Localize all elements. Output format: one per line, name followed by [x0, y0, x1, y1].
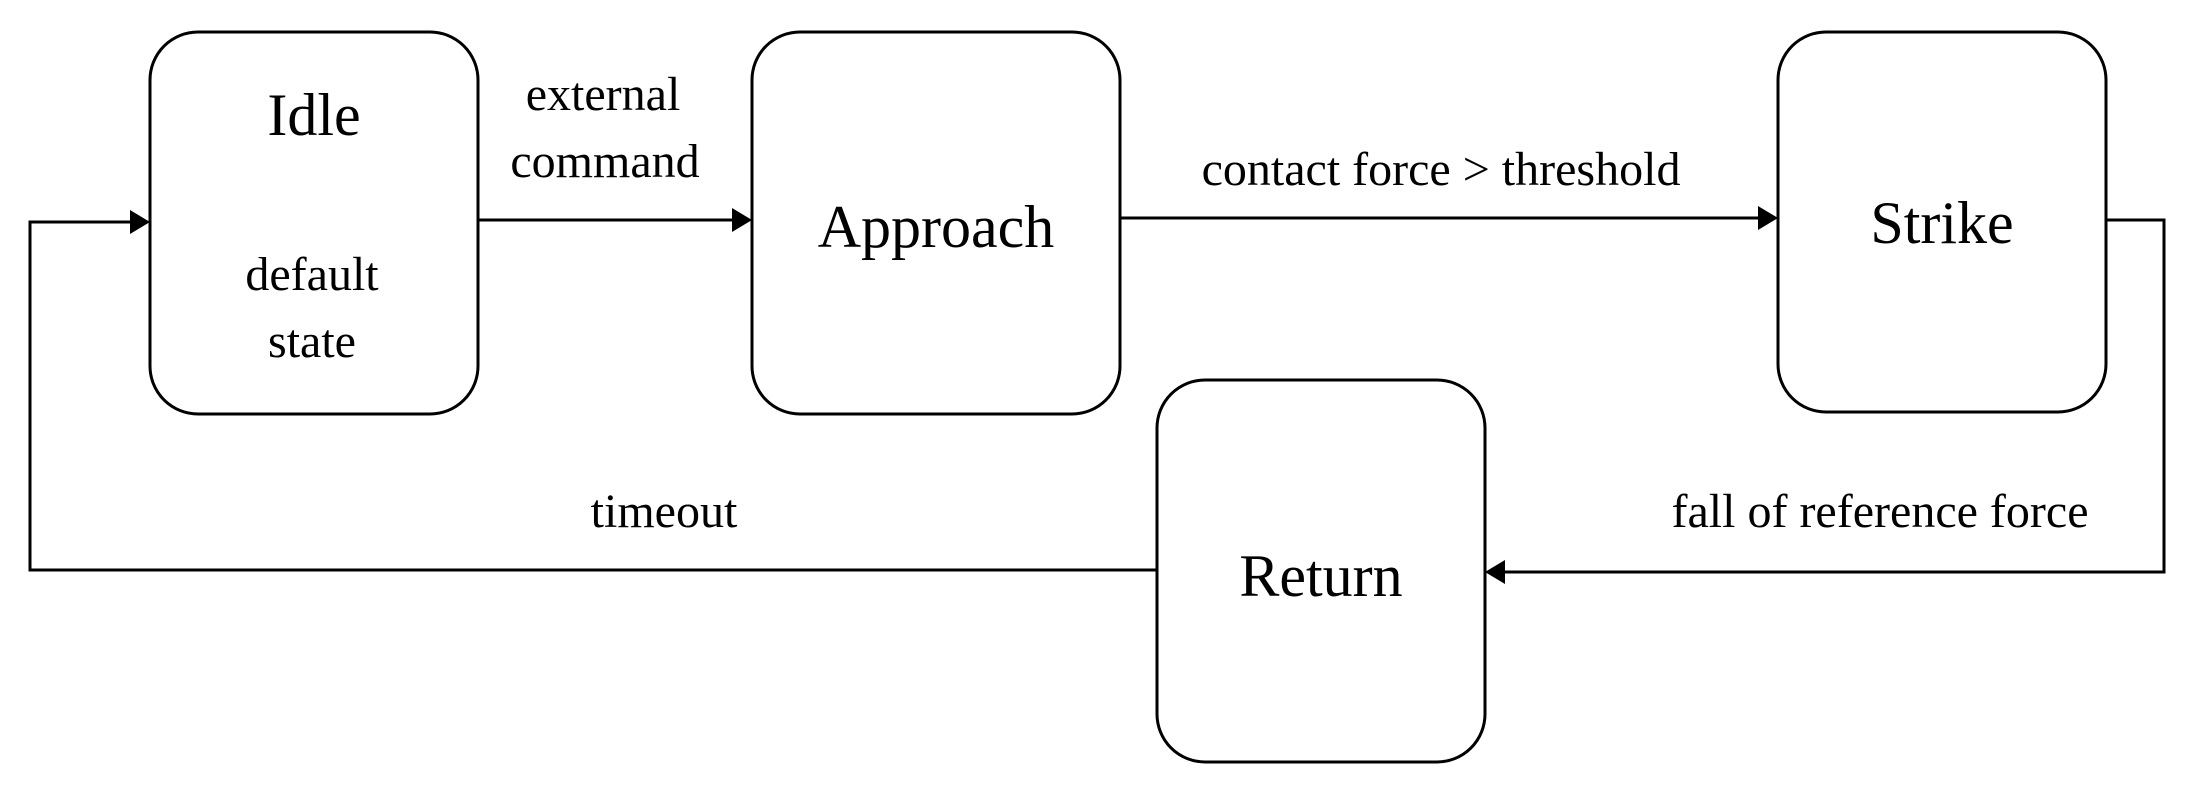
state-strike: Strike: [1776, 30, 2108, 414]
label-idle-to-approach-line1: external: [526, 68, 681, 121]
state-return: Return: [1155, 378, 1487, 764]
transition-approach-to-strike: contact force > threshold: [1120, 143, 1778, 230]
state-idle-note-line1: default: [245, 248, 379, 301]
edge-strike-to-return: [1502, 218, 2166, 574]
transition-idle-to-approach: external command: [478, 68, 752, 232]
state-idle-note-line2: state: [268, 315, 356, 368]
state-idle-box: [148, 30, 480, 416]
transition-strike-to-return: fall of reference force: [1485, 218, 2166, 584]
state-idle-title: Idle: [267, 82, 360, 148]
label-idle-to-approach-line2: command: [510, 135, 699, 188]
edge-return-to-idle: [28, 220, 1157, 572]
state-idle: Idle default state: [148, 30, 480, 416]
arrowhead-idle-to-approach: [732, 208, 752, 232]
arrowhead-approach-to-strike: [1758, 206, 1778, 230]
label-approach-to-strike: contact force > threshold: [1202, 143, 1681, 196]
state-strike-title: Strike: [1870, 190, 2013, 256]
state-approach-title: Approach: [818, 194, 1055, 260]
transition-return-to-idle: timeout: [28, 210, 1157, 572]
state-return-title: Return: [1239, 543, 1402, 609]
state-approach: Approach: [750, 30, 1122, 416]
label-strike-to-return: fall of reference force: [1672, 485, 2089, 538]
state-approach-box: [750, 30, 1122, 416]
arrowhead-strike-to-return: [1485, 560, 1505, 584]
arrowhead-return-to-idle: [130, 210, 150, 234]
state-strike-box: [1776, 30, 2108, 414]
label-return-to-idle: timeout: [591, 485, 738, 538]
